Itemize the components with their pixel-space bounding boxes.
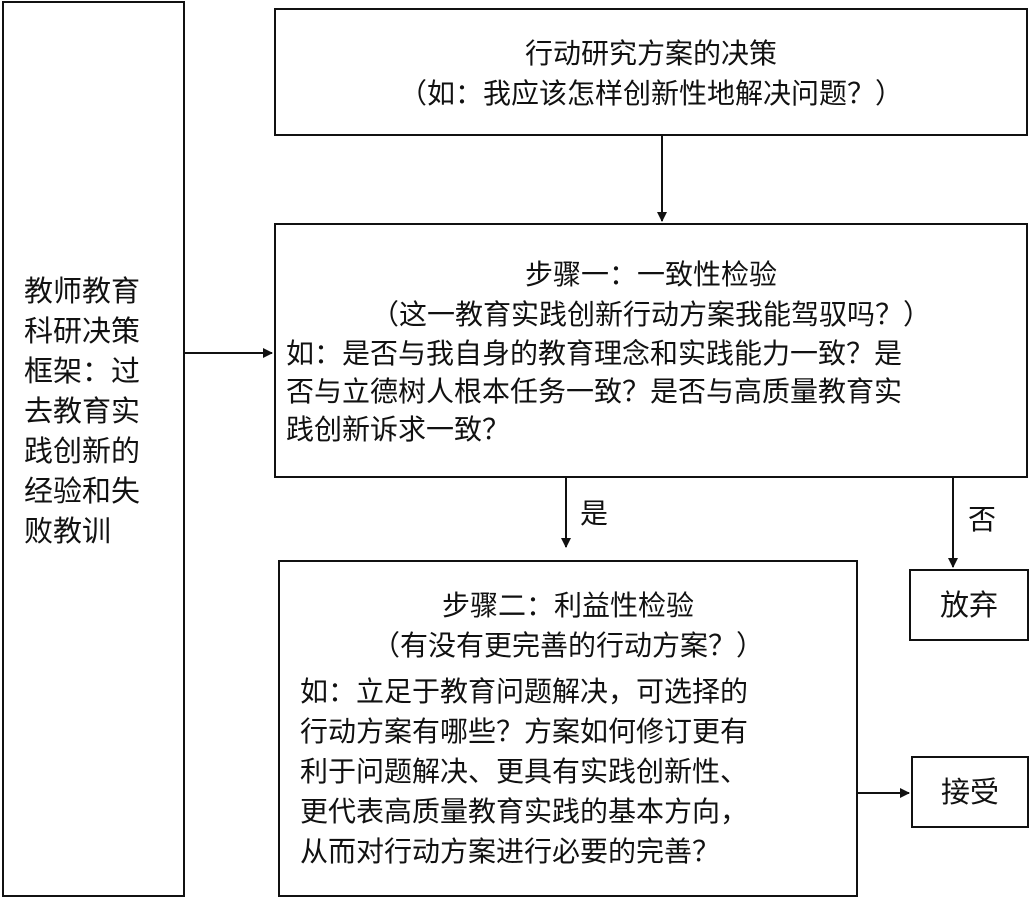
step2-body-line: 利于问题解决、更具有实践创新性、 <box>300 755 749 788</box>
framework-line: 践创新的 <box>24 434 141 468</box>
framework-line: 经验和失 <box>24 474 141 508</box>
step1-body-line: 否与立德树人根本任务一致？是否与高质量教育实 <box>286 375 903 408</box>
yes-label: 是 <box>580 497 609 530</box>
framework-text: 教师教育 科研决策 框架：过 去教育实 践创新的 经验和失 败教训 <box>24 271 140 551</box>
step2-body-line: 从而对行动方案进行必要的完善？ <box>300 835 721 868</box>
step2-body: 如：立足于教育问题解决，可选择的 行动方案有哪些？方案如何修订更有 利于问题解决… <box>300 672 748 872</box>
step2-body-line: 如：立足于教育问题解决，可选择的 <box>300 675 749 708</box>
step1-body: 如：是否与我自身的教育理念和实践能力一致？是 否与立德树人根本任务一致？是否与高… <box>286 335 902 449</box>
step1-body-line: 践创新诉求一致？ <box>286 413 511 446</box>
framework-box: 教师教育 科研决策 框架：过 去教育实 践创新的 经验和失 败教训 <box>2 1 185 897</box>
step1-body-line: 如：是否与我自身的教育理念和实践能力一致？是 <box>286 337 903 370</box>
framework-line: 框架：过 <box>24 354 141 388</box>
framework-line: 教师教育 <box>24 274 141 308</box>
reject-box: 放弃 <box>909 569 1029 641</box>
step2-box: 步骤二：利益性检验 （有没有更完善的行动方案？） 如：立足于教育问题解决，可选择… <box>278 560 858 897</box>
no-label: 否 <box>968 503 997 536</box>
framework-line: 败教训 <box>24 514 112 548</box>
accept-label: 接受 <box>940 775 999 809</box>
step2-subtitle: （有没有更完善的行动方案？） <box>371 629 764 662</box>
decision-question: （如：我应该怎样创新性地解决问题？） <box>398 77 903 110</box>
decision-box: 行动研究方案的决策 （如：我应该怎样创新性地解决问题？） <box>274 8 1028 136</box>
step1-subtitle: （这一教育实践创新行动方案我能驾驭吗？） <box>370 298 931 331</box>
step2-body-line: 更代表高质量教育实践的基本方向， <box>300 795 749 828</box>
framework-line: 科研决策 <box>24 314 141 348</box>
step1-box: 步骤一：一致性检验 （这一教育实践创新行动方案我能驾驭吗？） 如：是否与我自身的… <box>274 223 1028 478</box>
step1-title: 步骤一：一致性检验 <box>524 258 777 291</box>
accept-box: 接受 <box>911 756 1029 828</box>
framework-line: 去教育实 <box>24 394 141 428</box>
step2-body-line: 行动方案有哪些？方案如何修订更有 <box>300 715 749 748</box>
decision-title: 行动研究方案的决策 <box>524 37 777 70</box>
reject-label: 放弃 <box>939 588 998 622</box>
step2-title: 步骤二：利益性检验 <box>441 589 694 622</box>
